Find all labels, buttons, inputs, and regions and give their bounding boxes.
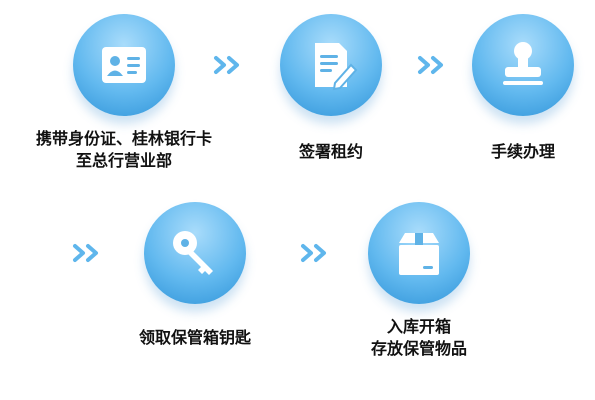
step-2-label: 签署租约	[299, 141, 363, 163]
step-3-circle	[472, 14, 574, 116]
chevron-double-right-icon	[418, 56, 443, 74]
chevron-double-right-icon	[214, 56, 239, 74]
step-2-line-1: 签署租约	[298, 142, 364, 161]
step-4-line-1: 领取保管箱钥匙	[138, 328, 252, 347]
document-sign-icon	[315, 43, 358, 91]
step-3-line-1: 手续办理	[490, 142, 556, 161]
step-1-label: 携带身份证、桂林银行卡 至总行营业部	[36, 128, 212, 172]
step-4-circle	[144, 202, 246, 304]
id-card-icon	[102, 47, 146, 83]
box-icon	[399, 233, 439, 275]
step-3-label: 手续办理	[491, 141, 555, 163]
step-4-label: 领取保管箱钥匙	[139, 327, 251, 349]
step-5-label: 入库开箱 存放保管物品	[371, 316, 467, 360]
step-2-circle	[280, 14, 382, 116]
step-1-line-2: 至总行营业部	[75, 151, 173, 170]
chevron-double-right-icon	[301, 244, 326, 262]
stamp-icon	[503, 42, 543, 85]
step-5-circle	[368, 202, 470, 304]
chevron-double-right-icon	[73, 244, 98, 262]
key-icon	[173, 231, 213, 275]
step-1-circle	[73, 14, 175, 116]
step-5-line-2: 存放保管物品	[370, 339, 468, 358]
step-1-line-1: 携带身份证、桂林银行卡	[35, 129, 213, 148]
step-5-line-1: 入库开箱	[386, 317, 452, 336]
